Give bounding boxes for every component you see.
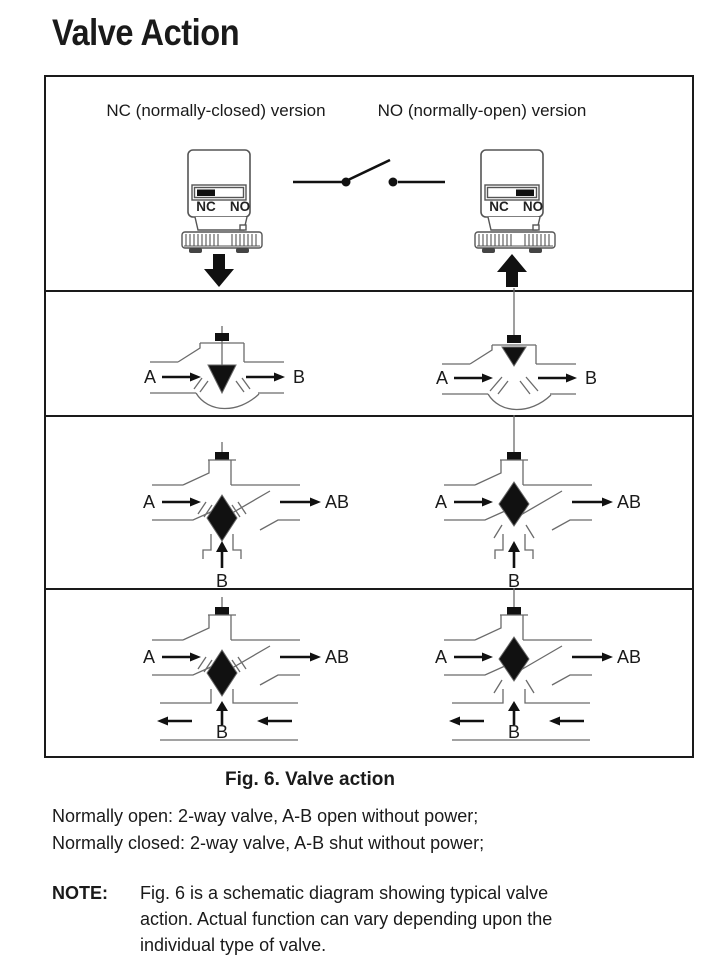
note-block: NOTE: Fig. 6 is a schematic diagram show… — [52, 880, 552, 958]
valve-3way-bypass-nc-drawing: A AB B — [143, 597, 349, 742]
nc-version-header: NC (normally-closed) version — [106, 101, 326, 120]
port-label-a: A — [435, 492, 447, 512]
up-arrow-icon — [497, 254, 527, 287]
port-label-ab: AB — [325, 492, 349, 512]
body-line: Normally open: 2-way valve, A-B open wit… — [52, 806, 479, 826]
nc-actuator-drawing: NC NO — [181, 149, 263, 253]
row-divider — [46, 588, 692, 590]
no-slider-indicator — [516, 189, 534, 196]
valve-3way-nc-drawing: A AB B — [143, 442, 349, 591]
valve-2way-nc-drawing: A B — [144, 326, 305, 410]
valve-plug — [498, 481, 530, 527]
down-arrow-icon — [204, 254, 234, 287]
valve-plug — [501, 346, 527, 367]
port-label-a: A — [435, 647, 447, 667]
valve-2way-no-drawing: A B — [436, 288, 597, 411]
port-label-ab: AB — [617, 647, 641, 667]
valve-3way-bypass-no-drawing: A AB B — [435, 588, 641, 742]
valve-plug — [207, 364, 237, 395]
valve-3way-no-drawing: A AB B — [435, 415, 641, 591]
open-switch-icon — [293, 158, 445, 187]
port-label-a: A — [143, 492, 155, 512]
port-label-b: B — [216, 722, 228, 742]
row-divider — [46, 415, 692, 417]
valve-action-figure: NC (normally-closed) version NO (normall… — [44, 75, 694, 758]
actuator-no-label: NO — [523, 199, 543, 214]
figure-caption: Fig. 6. Valve action — [224, 769, 395, 790]
actuator-nc-label: NC — [196, 199, 216, 214]
nc-slider-indicator — [197, 189, 215, 196]
port-label-b: B — [585, 368, 597, 388]
note-text: Fig. 6 is a schematic diagram showing ty… — [140, 880, 552, 958]
port-label-a: A — [143, 647, 155, 667]
row-divider — [46, 290, 692, 292]
port-label-a: A — [144, 367, 156, 387]
note-line: action. Actual function can vary dependi… — [140, 909, 553, 929]
port-label-ab: AB — [617, 492, 641, 512]
port-label-a: A — [436, 368, 448, 388]
no-actuator-drawing: NC NO — [474, 149, 556, 253]
port-label-b: B — [508, 722, 520, 742]
valve-plug — [206, 649, 238, 697]
valve-plug — [498, 636, 530, 682]
actuator-nc-label: NC — [489, 199, 509, 214]
port-label-b: B — [508, 571, 520, 591]
actuator-no-label: NO — [230, 199, 250, 214]
port-label-b: B — [293, 367, 305, 387]
note-line: individual type of valve. — [140, 935, 327, 955]
body-line: Normally closed: 2-way valve, A-B shut w… — [52, 833, 485, 853]
no-version-header: NO (normally-open) version — [377, 101, 587, 120]
port-label-ab: AB — [325, 647, 349, 667]
note-label: NOTE: — [52, 883, 108, 903]
port-label-b: B — [216, 571, 228, 591]
page-title: Valve Action — [52, 12, 240, 53]
body-text: Normally open: 2-way valve, A-B open wit… — [52, 803, 484, 857]
note-line: Fig. 6 is a schematic diagram showing ty… — [140, 883, 549, 903]
